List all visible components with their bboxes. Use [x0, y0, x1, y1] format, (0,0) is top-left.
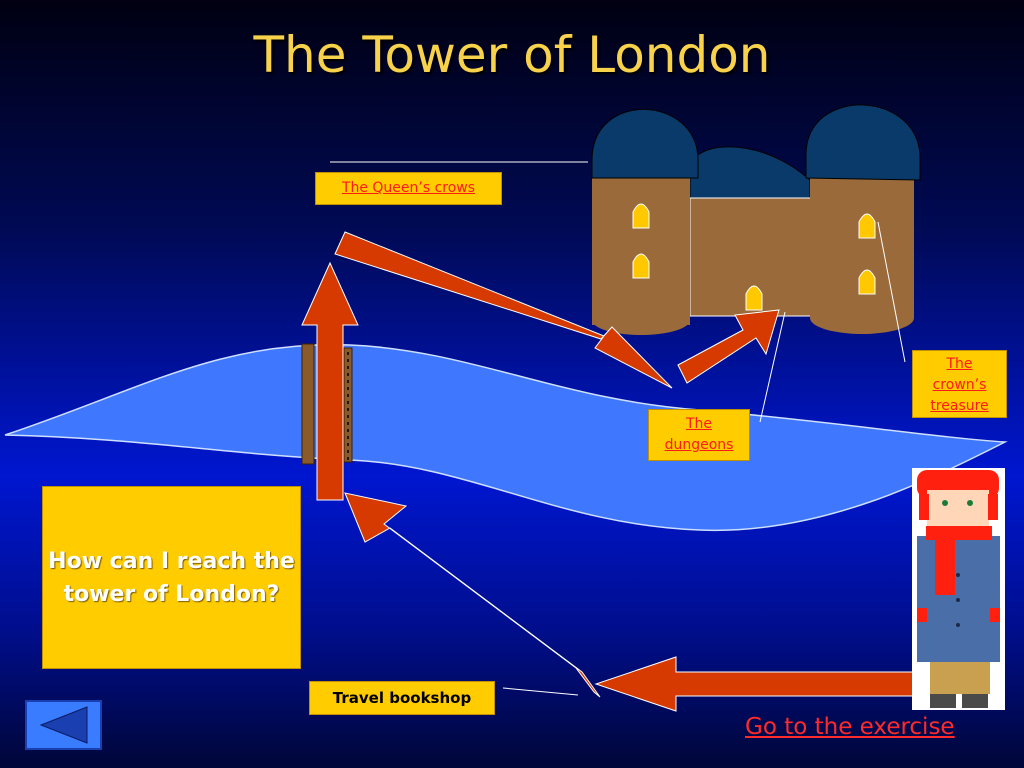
- left-triangle-icon: [39, 706, 88, 744]
- arrow-up-across-bridge: [301, 261, 359, 501]
- queens-crows-link[interactable]: The Queen’s crows: [341, 180, 476, 196]
- go-to-exercise-link[interactable]: Go to the exercise: [745, 714, 955, 740]
- dungeons-label[interactable]: The dungeons: [648, 409, 750, 461]
- page-title: The Tower of London: [253, 26, 771, 84]
- route-arrows: [301, 231, 918, 712]
- queens-crows-label[interactable]: The Queen’s crows: [315, 172, 502, 205]
- arrow-to-dungeons: [677, 309, 780, 384]
- boy-character: [912, 468, 1005, 710]
- arrow-boy-to-bookshop: [594, 656, 918, 712]
- arrow-bridge-to-crows: [334, 231, 673, 389]
- question-box: How can I reach the tower of London?: [42, 486, 301, 669]
- question-text: How can I reach the tower of London?: [48, 548, 295, 607]
- label-pointer-lines: [330, 161, 906, 696]
- dungeons-link[interactable]: The dungeons: [664, 416, 734, 453]
- travel-bookshop-label: Travel bookshop: [309, 681, 495, 715]
- tower-of-london-castle: [591, 104, 921, 335]
- back-button[interactable]: [25, 700, 102, 750]
- crowns-treasure-link[interactable]: The crown’s treasure: [930, 356, 989, 414]
- crowns-treasure-label[interactable]: The crown’s treasure: [912, 350, 1007, 418]
- bridge: [301, 343, 353, 465]
- arrow-bookshop-to-bridge: [344, 492, 601, 698]
